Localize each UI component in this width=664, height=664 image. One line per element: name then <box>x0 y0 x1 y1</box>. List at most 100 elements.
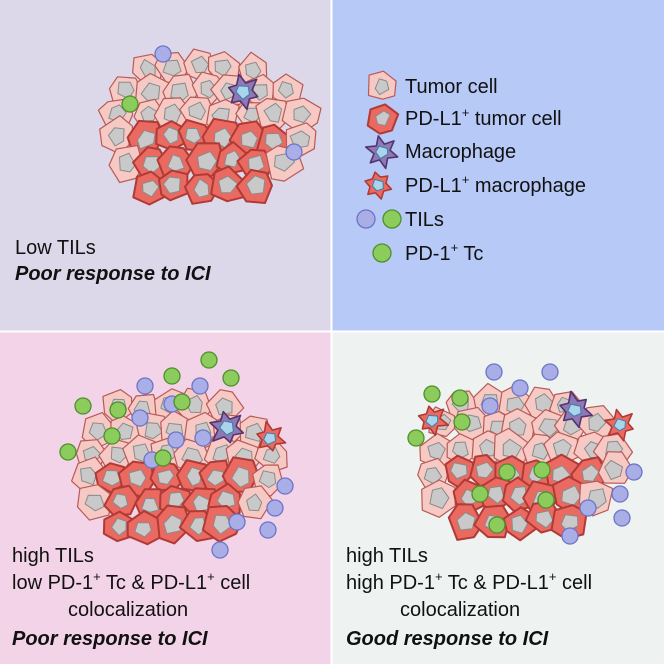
cell-nucleus <box>136 129 156 150</box>
cell-nucleus <box>88 422 108 441</box>
pd1-tc-cell <box>382 209 402 229</box>
cell-nucleus <box>196 150 218 172</box>
cell-nucleus <box>142 179 160 198</box>
tumor-cell <box>421 479 456 518</box>
macrophage-nucleus <box>613 418 627 432</box>
bottom-right-tils-label: high TILs <box>346 545 428 567</box>
cell-nucleus <box>184 127 202 144</box>
cell-nucleus <box>429 487 450 510</box>
cell-nucleus <box>479 438 498 457</box>
cell-nucleus <box>588 412 607 432</box>
bottom-left-tils-label: high TILs <box>12 545 94 567</box>
cell-nucleus <box>374 78 390 96</box>
cell-nucleus <box>107 127 125 147</box>
pd1-tc-cell <box>407 429 425 447</box>
cell-nucleus <box>162 176 181 194</box>
tumor-cell <box>205 389 245 424</box>
cell-nucleus <box>375 110 391 127</box>
pd1-tc-icon <box>372 243 392 263</box>
pdl1-tumor-cell <box>156 504 193 545</box>
tumor-cell <box>597 451 634 484</box>
legend-macrophage-label: Macrophage <box>405 141 516 163</box>
cell-nucleus <box>277 80 294 99</box>
tumor-cell <box>179 96 216 128</box>
cell-nucleus <box>163 103 182 125</box>
cell-nucleus <box>84 494 106 512</box>
legend-pdl1-tumor-label: PD-L1+ tumor cell <box>405 105 562 130</box>
pdl1-tumor-cell <box>185 142 225 178</box>
til-cell <box>625 463 643 481</box>
til-cell <box>285 143 303 161</box>
legend-pd1-tc-label: PD-1+ Tc <box>405 240 483 265</box>
tumor-cell <box>281 97 322 135</box>
pdl1-macrophage <box>256 420 287 452</box>
cell-nucleus <box>245 175 266 195</box>
macrophage-nucleus <box>375 145 389 160</box>
cell-nucleus <box>230 466 250 488</box>
macrophage-nucleus <box>425 414 439 428</box>
cell-nucleus <box>511 514 529 534</box>
tumor-cell <box>207 51 241 84</box>
cell-nucleus <box>188 101 207 121</box>
cell-nucleus <box>170 82 189 102</box>
pd1-tc-cell <box>163 367 181 385</box>
macrophage-icon <box>364 135 399 170</box>
cell-nucleus <box>144 422 164 440</box>
legend-tumor-cell <box>367 70 397 100</box>
tumor-cell <box>272 73 304 107</box>
cell-nucleus <box>603 459 624 481</box>
til-cell <box>191 377 209 395</box>
macrophage <box>559 390 594 429</box>
til-cell <box>485 363 503 381</box>
til-cell <box>259 521 277 539</box>
til-cell <box>541 363 559 381</box>
legend-pdl1-macrophage-label: PD-L1+ macrophage <box>405 172 586 197</box>
tumor-cell <box>108 144 144 184</box>
pd1-tc-cell <box>537 491 555 509</box>
cell-nucleus <box>450 462 468 480</box>
cell-nucleus <box>223 150 240 168</box>
cell-nucleus <box>101 469 122 487</box>
cell-nucleus <box>215 397 233 416</box>
legend-tumor-cell-label: Tumor cell <box>405 76 498 98</box>
cell-nucleus <box>157 469 175 485</box>
tumor-cell <box>419 432 455 471</box>
pd1-tc-cell <box>74 397 92 415</box>
cell-nucleus <box>246 493 263 512</box>
til-cell <box>276 477 294 495</box>
tumor-cell-icon <box>367 70 397 100</box>
bottom-left-response-label: Poor response to ICI <box>12 628 208 650</box>
pd1-tc-cell <box>533 461 551 479</box>
pd1-tc-cell <box>173 393 191 411</box>
bottom-left-colocalization-label: colocalization <box>68 599 188 621</box>
til-icon <box>356 209 402 229</box>
pd1-tc-cell <box>222 369 240 387</box>
til-cell <box>266 499 284 517</box>
pd1-tc-cell <box>423 385 441 403</box>
pd1-tc-cell <box>59 443 77 461</box>
cell-nucleus <box>487 485 505 505</box>
pd1-tc-cell <box>200 351 218 369</box>
cell-nucleus <box>218 175 239 194</box>
cell-nucleus <box>162 126 179 145</box>
pdl1-tumor-cell <box>158 169 189 202</box>
til-cell <box>579 499 597 517</box>
tumor-cell <box>99 115 134 155</box>
cell-nucleus <box>134 522 152 538</box>
cell-nucleus <box>128 469 147 488</box>
cell-nucleus <box>456 511 476 531</box>
macrophage-nucleus <box>235 85 251 100</box>
tumor-cell <box>254 440 288 473</box>
cell-nucleus <box>258 470 277 489</box>
til-cell <box>561 527 579 545</box>
cell-nucleus <box>243 107 260 124</box>
macrophage <box>209 410 245 444</box>
pd1-tc-cell <box>109 401 127 419</box>
cell-nucleus <box>212 514 233 535</box>
til-cell <box>228 513 246 531</box>
pd1-tc-cell <box>121 95 139 113</box>
top-left-tils-label: Low TILs <box>15 237 96 259</box>
macrophage <box>227 73 259 111</box>
